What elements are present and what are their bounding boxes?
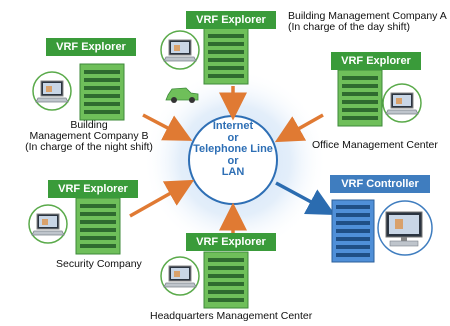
- building-icon: [203, 251, 249, 309]
- company-b-label: Building Management Company B (In charge…: [14, 120, 164, 153]
- headquarters-label: Headquarters Management Center: [150, 310, 313, 322]
- building-icon: [79, 63, 125, 121]
- vrf-explorer-tag-right-upper: VRF Explorer: [331, 52, 421, 70]
- arrow-security: [129, 179, 195, 218]
- company-a-label: Building Management Company A (In charge…: [288, 11, 447, 33]
- laptop-icon: [28, 204, 68, 244]
- vrf-explorer-tag-top: VRF Explorer: [186, 11, 276, 29]
- company-b-line: Building: [70, 119, 108, 131]
- office-label: Office Management Center: [312, 139, 438, 151]
- hub-line: LAN: [221, 166, 245, 178]
- server-tower-icon: [331, 199, 375, 263]
- hub-line: Internet: [212, 120, 254, 132]
- security-label: Security Company: [56, 258, 142, 270]
- vrf-explorer-tag-bottom: VRF Explorer: [186, 233, 276, 251]
- building-icon: [203, 27, 249, 85]
- vrf-controller-tag: VRF Controller: [330, 175, 430, 193]
- company-b-line: (In charge of the night shift): [25, 141, 153, 153]
- arrow-office: [274, 113, 324, 143]
- company-a-line: (In charge of the day shift): [288, 21, 410, 33]
- vrf-explorer-tag-left-lower: VRF Explorer: [48, 180, 138, 198]
- laptop-icon: [160, 256, 200, 296]
- hub-line: or: [227, 131, 239, 144]
- arrow-company-b: [142, 113, 193, 141]
- desktop-computer-icon: [377, 200, 433, 256]
- hub-line: Telephone Line: [193, 143, 273, 155]
- hub-label: Internet or Telephone Line or LAN: [186, 120, 280, 179]
- laptop-icon: [32, 71, 72, 111]
- company-b-line: Management Company B: [29, 130, 149, 142]
- building-icon: [75, 197, 121, 255]
- hub-line: or: [227, 154, 239, 167]
- vrf-explorer-tag-left-upper: VRF Explorer: [46, 38, 136, 56]
- building-icon: [337, 69, 383, 127]
- laptop-icon: [160, 30, 200, 70]
- company-a-line: Building Management Company A: [288, 10, 447, 22]
- car-icon: [165, 87, 199, 103]
- arrow-controller: [275, 181, 336, 215]
- laptop-icon: [382, 83, 422, 123]
